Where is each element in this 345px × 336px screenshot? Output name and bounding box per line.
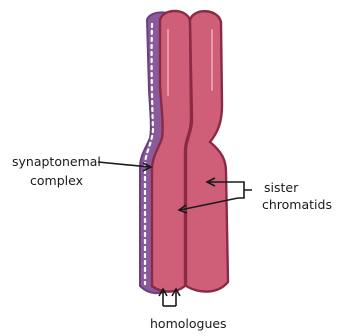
chromatid-right <box>186 11 228 291</box>
sister-label-line2: chromatids <box>262 197 332 212</box>
sister-label-line1: sister <box>264 180 299 195</box>
homologues-label: homologues <box>150 316 227 331</box>
synaptonemal-label-line1: synaptonemal <box>12 154 101 169</box>
synaptonemal-label-line2: complex <box>30 173 83 188</box>
sister-bracket <box>238 182 252 198</box>
